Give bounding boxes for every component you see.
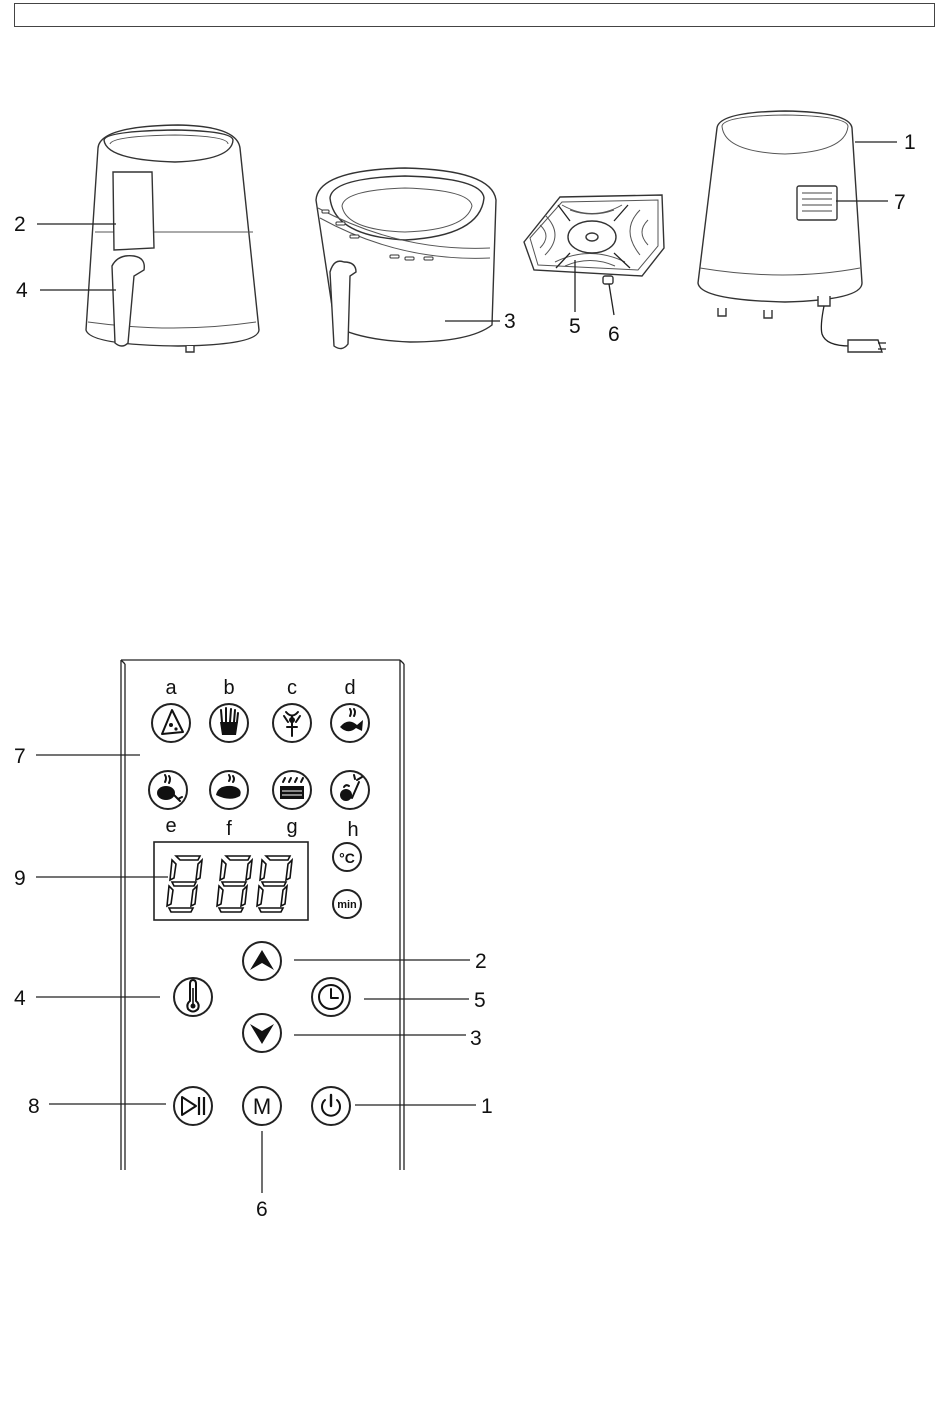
- fryer-rear-view: [698, 111, 886, 352]
- fig2-callout-4: 4: [14, 987, 26, 1010]
- program-letter-g: g: [286, 816, 297, 838]
- fig1-callout-3: 3: [504, 310, 516, 333]
- temperature-button: [174, 978, 212, 1016]
- fig2-callout-1: 1: [481, 1095, 493, 1118]
- grill-plate-view: [524, 195, 664, 284]
- menu-button: M: [243, 1087, 281, 1125]
- fig1-callout-7: 7: [894, 191, 906, 214]
- program-button-c: [273, 704, 311, 742]
- fig2-callout-7: 7: [14, 745, 26, 768]
- program-letter-f: f: [226, 818, 232, 840]
- minutes-indicator: min: [333, 890, 361, 918]
- program-button-g: [273, 771, 311, 809]
- program-letter-h: h: [347, 819, 358, 841]
- menu-icon: M: [253, 1094, 271, 1119]
- power-button: [312, 1087, 350, 1125]
- program-letter-c: c: [287, 677, 297, 699]
- fig1-callout-5: 5: [569, 315, 581, 338]
- fig1-callout-1: 1: [904, 131, 916, 154]
- program-letter-b: b: [223, 677, 234, 699]
- fig2-callout-9: 9: [14, 867, 26, 890]
- led-display: [154, 842, 308, 920]
- program-button-h: [331, 771, 369, 809]
- celsius-label: °C: [339, 850, 355, 866]
- play-pause-button: [174, 1087, 212, 1125]
- fig2-callout-5: 5: [474, 989, 486, 1012]
- program-letter-e: e: [165, 815, 176, 837]
- down-button: [243, 1014, 281, 1052]
- fig2-callout-3: 3: [470, 1027, 482, 1050]
- fig2-callout-8: 8: [28, 1095, 40, 1118]
- program-button-f: [210, 771, 248, 809]
- timer-button: [312, 978, 350, 1016]
- celsius-indicator: °C: [333, 843, 361, 871]
- program-button-b: [210, 704, 248, 742]
- program-button-a: [152, 704, 190, 742]
- fig2-callout-2: 2: [475, 950, 487, 973]
- fig1-callout-2: 2: [14, 213, 26, 236]
- program-button-e: [149, 771, 187, 809]
- fig2-callout-6: 6: [256, 1198, 268, 1221]
- fig1-callout-4: 4: [16, 279, 28, 302]
- fig1-callout-6: 6: [608, 323, 620, 346]
- up-button: [243, 942, 281, 980]
- fryer-front-view: [86, 125, 259, 352]
- program-button-d: [331, 704, 369, 742]
- min-label: min: [337, 899, 357, 911]
- program-letter-d: d: [344, 677, 355, 699]
- program-letter-a: a: [165, 677, 177, 699]
